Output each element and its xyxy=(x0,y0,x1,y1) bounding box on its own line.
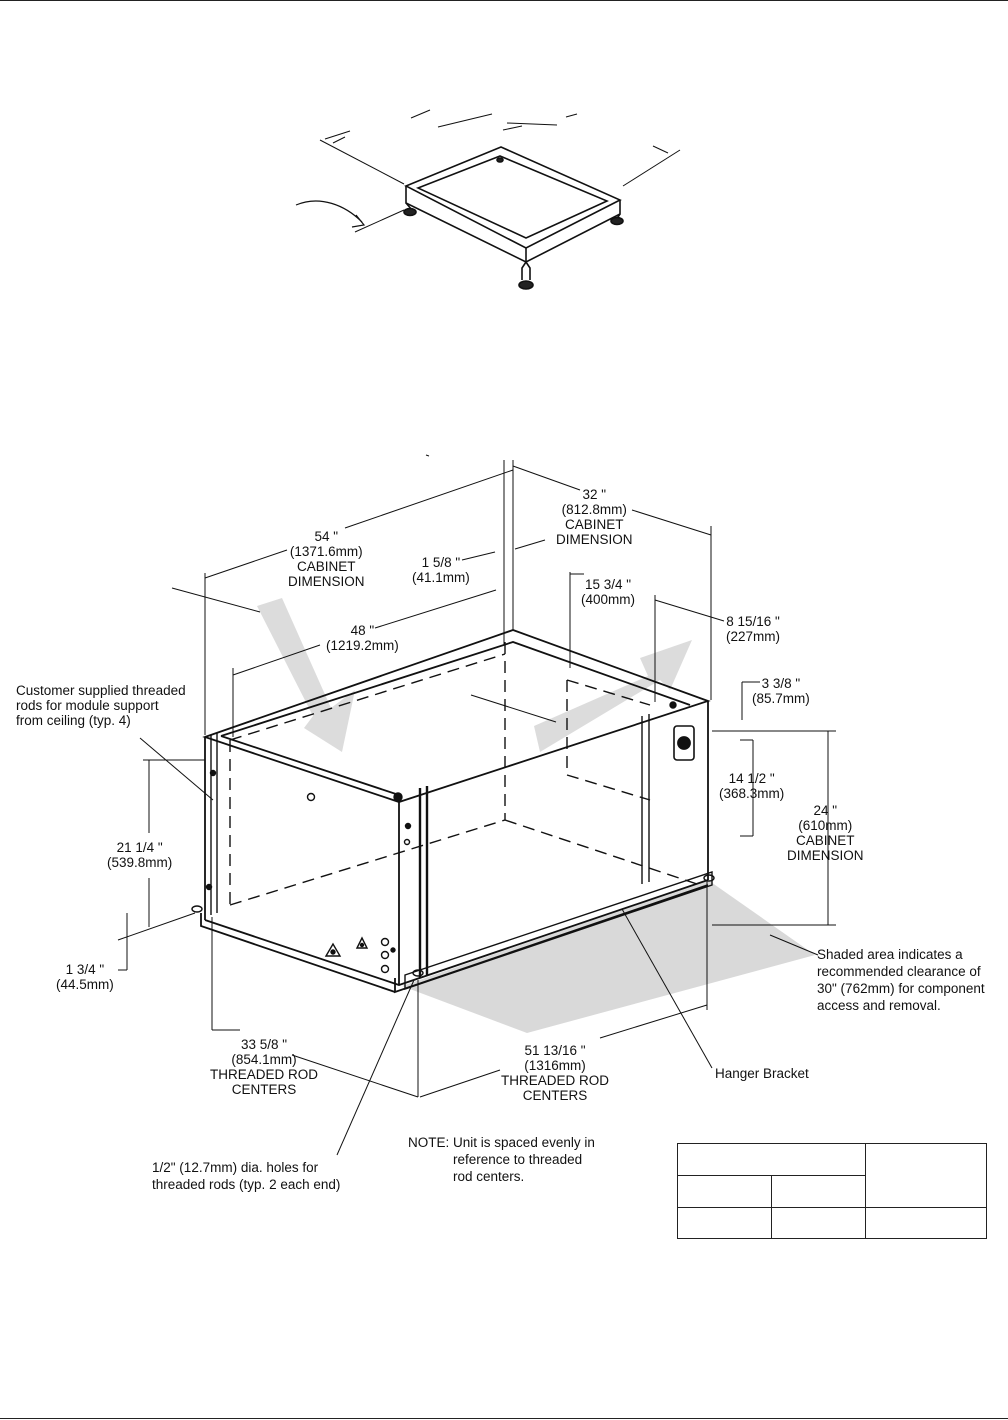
dim-3-3-8: 3 3/8 " (85.7mm) xyxy=(752,676,810,706)
cabinet-outline xyxy=(200,629,713,994)
dim-line2: DIMENSION xyxy=(556,532,633,547)
dim-mm: (1219.2mm) xyxy=(326,638,399,653)
note-line: reference to threaded xyxy=(453,1152,583,1167)
note-block: NOTE: Unit is spaced evenly in reference… xyxy=(408,1134,595,1185)
dimension-lines xyxy=(117,454,836,1156)
dim-mm: (1316mm) xyxy=(524,1058,586,1073)
dim-mm: (854.1mm) xyxy=(231,1052,297,1067)
dim-1-3-4: 1 3/4 " (44.5mm) xyxy=(56,962,114,992)
dim-mm: (1371.6mm) xyxy=(289,544,363,559)
dim-value: 51 13/16 " xyxy=(524,1043,586,1058)
note-line: rod centers. xyxy=(453,1169,525,1184)
callout-line: Customer supplied threaded xyxy=(16,683,186,698)
table-header-cell xyxy=(677,1143,866,1176)
dim-mm: (812.8mm) xyxy=(561,502,627,517)
dim-mm: (400mm) xyxy=(581,592,636,607)
callout-line: from ceiling (typ. 4) xyxy=(16,713,131,728)
callout-shaded-area: Shaded area indicates a recommended clea… xyxy=(817,946,985,1014)
dim-value: 15 3/4 " xyxy=(584,577,632,592)
table-header-cell xyxy=(865,1143,987,1208)
dim-value: 24 " xyxy=(813,803,838,818)
dim-1-5-8: 1 5/8 " (41.1mm) xyxy=(412,555,470,585)
dim-line2: DIMENSION xyxy=(288,574,365,589)
callout-line: recommended clearance of xyxy=(817,964,981,979)
table-subheader-cell xyxy=(771,1175,866,1208)
callout-line: Shaded area indicates a xyxy=(817,947,963,962)
note-prefix: NOTE: xyxy=(408,1135,450,1150)
dim-mm: (368.3mm) xyxy=(719,786,785,801)
dim-8-15-16: 8 15/16 " (227mm) xyxy=(726,614,780,644)
dim-15-3-4: 15 3/4 " (400mm) xyxy=(581,577,635,607)
dim-line1: CABINET xyxy=(565,517,624,532)
dim-line2: CENTERS xyxy=(522,1088,588,1103)
dim-line1: THREADED ROD xyxy=(210,1067,319,1082)
dim-line1: CABINET xyxy=(297,559,356,574)
dim-48: 48 " (1219.2mm) xyxy=(326,623,399,653)
callout-line: 30" (762mm) for component xyxy=(817,981,985,996)
dim-line1: CABINET xyxy=(796,833,855,848)
dim-value: 1 5/8 " xyxy=(421,555,461,570)
callout-hanger-bracket: Hanger Bracket xyxy=(715,1066,809,1081)
dim-mm: (539.8mm) xyxy=(107,855,173,870)
dim-value: 48 " xyxy=(350,623,375,638)
table-cell xyxy=(865,1207,987,1239)
note-line: Unit is spaced evenly in xyxy=(453,1135,595,1150)
spec-table xyxy=(677,1143,987,1239)
dim-mm: (44.5mm) xyxy=(56,977,114,992)
dim-54-cabinet: 54 " (1371.6mm) CABINET DIMENSION xyxy=(288,529,365,589)
dim-mm: (227mm) xyxy=(726,629,781,644)
bottom-rule xyxy=(0,1418,1008,1419)
dim-value: 33 5/8 " xyxy=(240,1037,288,1052)
dim-32-cabinet: 32 " (812.8mm) CABINET DIMENSION xyxy=(556,487,633,547)
dim-mm: (85.7mm) xyxy=(752,691,810,706)
dim-value: 8 15/16 " xyxy=(726,614,780,629)
hidden-lines xyxy=(229,642,701,906)
dim-value: 14 1/2 " xyxy=(728,771,775,786)
dim-line1: THREADED ROD xyxy=(501,1073,610,1088)
dim-value: 32 " xyxy=(582,487,607,502)
dim-14-1-2: 14 1/2 " (368.3mm) xyxy=(719,771,784,801)
dim-mm: (610mm) xyxy=(798,818,853,833)
table-cell xyxy=(771,1207,866,1239)
dim-51-13-16-rod-centers: 51 13/16 " (1316mm) THREADED ROD CENTERS xyxy=(501,1043,609,1103)
callout-threaded-rods: Customer supplied threaded rods for modu… xyxy=(16,683,186,728)
top-rule xyxy=(0,0,1008,1)
callout-line: access and removal. xyxy=(817,998,941,1013)
callout-line: rods for module support xyxy=(16,698,159,713)
dim-line2: CENTERS xyxy=(231,1082,297,1097)
dim-24-cabinet: 24 " (610mm) CABINET DIMENSION xyxy=(787,803,864,863)
table-subheader-cell xyxy=(677,1175,772,1208)
dim-value: 3 3/8 " xyxy=(761,676,801,691)
callout-line: 1/2" (12.7mm) dia. holes for xyxy=(152,1160,319,1175)
table-cell xyxy=(677,1207,772,1239)
base-frame-illustration xyxy=(295,109,681,290)
dim-value: 21 1/4 " xyxy=(116,840,163,855)
cabinet-details xyxy=(191,701,715,977)
airflow-arrow-out xyxy=(534,640,692,752)
callout-line: threaded rods (typ. 2 each end) xyxy=(152,1177,341,1192)
dim-value: 1 3/4 " xyxy=(65,962,105,977)
dim-33-5-8-rod-centers: 33 5/8 " (854.1mm) THREADED ROD CENTERS xyxy=(210,1037,318,1097)
dim-mm: (41.1mm) xyxy=(412,570,470,585)
callout-rod-holes: 1/2" (12.7mm) dia. holes for threaded ro… xyxy=(152,1159,340,1193)
dim-line2: DIMENSION xyxy=(787,848,864,863)
dim-value: 54 " xyxy=(314,529,339,544)
airflow-arrow-in xyxy=(257,598,355,752)
clearance-shaded-area xyxy=(402,880,815,1033)
dim-21-1-4: 21 1/4 " (539.8mm) xyxy=(107,840,172,870)
